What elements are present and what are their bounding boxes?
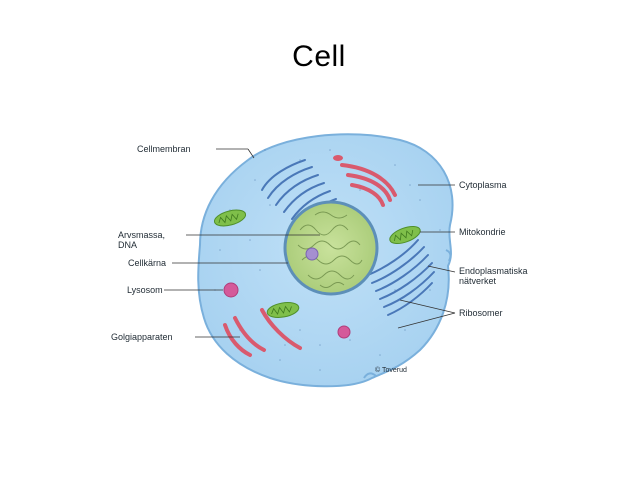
- mitochondrion-1: [213, 209, 247, 227]
- label-cellmembran: Cellmembran: [137, 144, 191, 154]
- label-mitokondrie: Mitokondrie: [459, 227, 506, 237]
- label-cytoplasma: Cytoplasma: [459, 180, 507, 190]
- nucleolus: [305, 247, 319, 261]
- label-endoplasmatiska-line2: nätverket: [459, 276, 497, 286]
- leader-lines: [164, 148, 456, 338]
- label-lysosom: Lysosom: [127, 285, 163, 295]
- label-endoplasmatiska-line1: Endoplasmatiska: [459, 266, 528, 276]
- golgi-apparatus-top: [340, 163, 397, 207]
- slide-title: Cell: [292, 40, 346, 73]
- lysosome-1: [223, 282, 239, 298]
- label-arvsmassa-line1: Arvsmassa,: [118, 230, 165, 240]
- golgi-apparatus-bottom: [223, 308, 302, 357]
- nucleus: [283, 200, 379, 296]
- label-arvsmassa-line2: DNA: [118, 240, 137, 250]
- lysosome-2: [337, 325, 351, 339]
- mitochondrion-2: [389, 225, 421, 245]
- credit-toverud: © Toverud: [375, 366, 407, 374]
- label-golgiapparaten: Golgiapparaten: [111, 332, 173, 342]
- endoplasmic-reticulum-right: [367, 239, 435, 316]
- label-ribosomer: Ribosomer: [459, 308, 503, 318]
- cytoplasm-speckles: [214, 149, 441, 371]
- label-cellkarna: Cellkärna: [128, 258, 166, 268]
- mitochondrion-3: [266, 302, 300, 318]
